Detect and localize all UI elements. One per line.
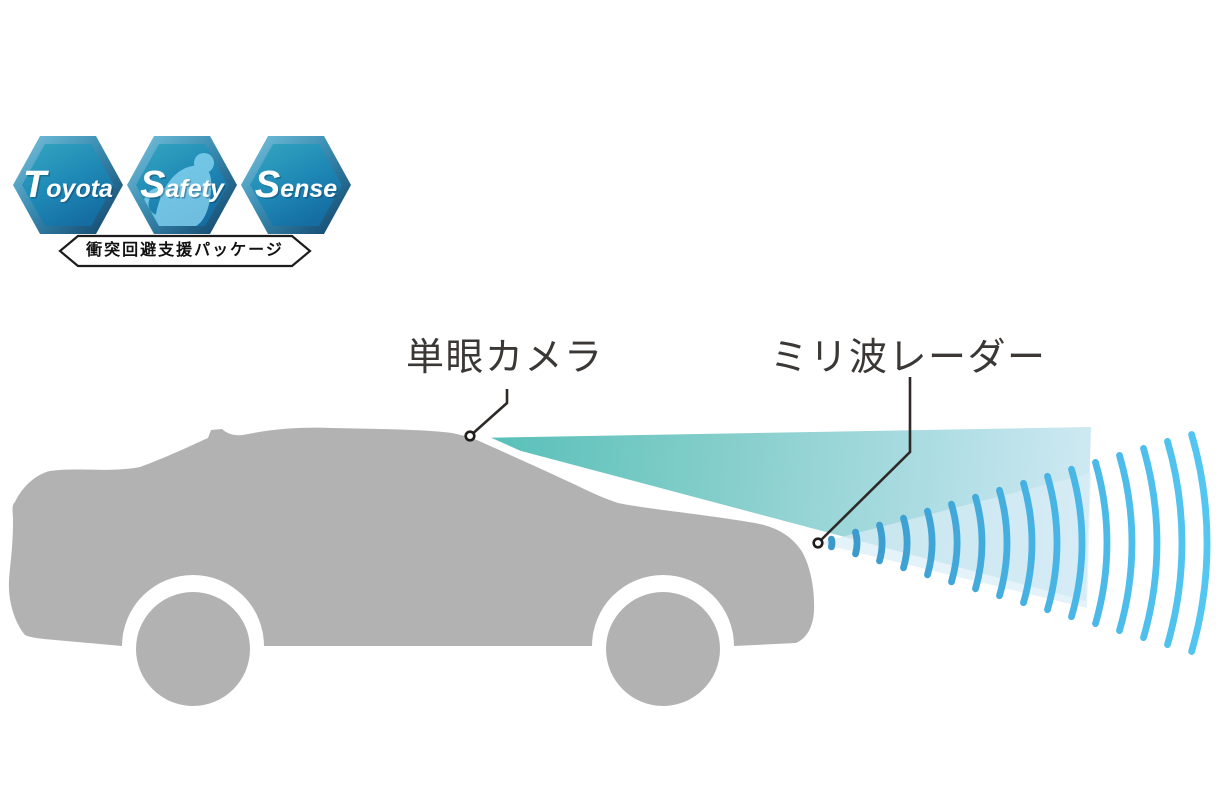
radar-wave-arc [1140, 445, 1161, 641]
logo-word-toyota: Toyota [23, 164, 113, 206]
radar-wave-arc [972, 493, 986, 593]
radar-wave-arc [900, 514, 911, 572]
radar-wave-arc [1164, 438, 1186, 648]
banner-text: 衝突回避支援パッケージ [86, 242, 284, 259]
radar-wave-arc [876, 521, 886, 565]
camera-leader-line [469, 389, 509, 437]
driver-silhouette-icon [143, 153, 214, 226]
radar-wave-arc [1092, 459, 1111, 627]
camera-point-marker [464, 430, 476, 442]
radar-wave-arc [948, 500, 961, 586]
radar-wave-arc [852, 528, 861, 558]
logo-word-sense: Sense [254, 164, 338, 206]
logo-graphics [13, 136, 351, 268]
banner-ribbon [58, 234, 312, 268]
hexagon-toyota [13, 136, 123, 234]
radar-wave-arc [828, 535, 836, 551]
radar-point-marker [812, 537, 824, 549]
rear-wheel [136, 592, 250, 706]
front-wheel [606, 592, 720, 706]
radar-wave-arc [996, 486, 1011, 600]
radar-leader-line [817, 377, 912, 544]
radar-wave-arc [1188, 431, 1211, 655]
radar-wave-arc [1116, 452, 1136, 634]
camera-label: 単眼カメラ [406, 337, 604, 379]
radar-wave-arc [1068, 465, 1086, 621]
logo-word-safety: Safety [140, 164, 224, 206]
radar-label: ミリ波レーダー [770, 337, 1047, 379]
radar-waves [828, 431, 1211, 655]
radar-wave-arc [1044, 472, 1061, 614]
radar-wave-arc [924, 507, 936, 579]
toyota-safety-sense-logo: Toyota Safety Sense 衝突回避支援パッケージ [8, 130, 368, 278]
hexagon-sense [241, 136, 351, 234]
radar-wave-arc [1020, 479, 1036, 607]
car-silhouette [0, 419, 823, 654]
hexagon-safety [127, 136, 237, 234]
